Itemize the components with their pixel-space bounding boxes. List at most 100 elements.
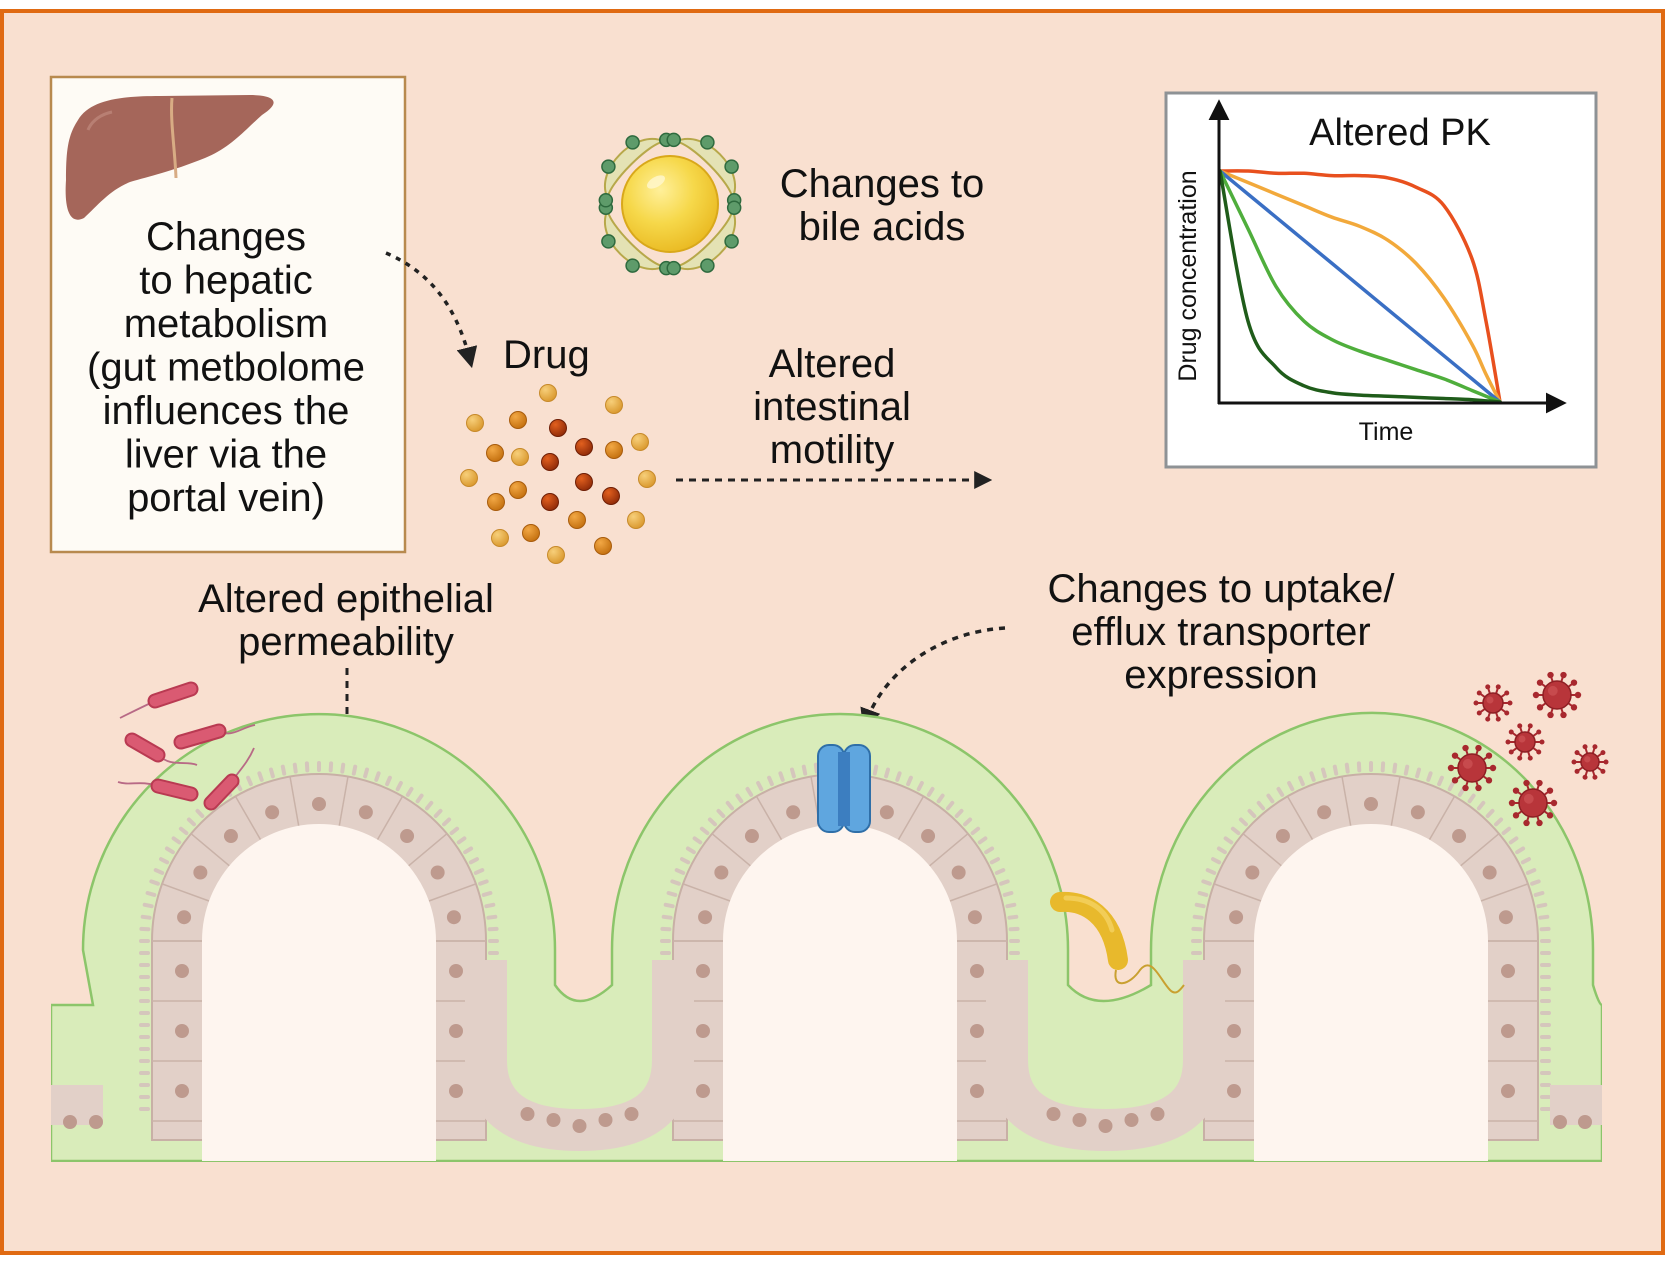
pk-chart-xlabel: Time: [1359, 418, 1414, 446]
virus-group: [1447, 671, 1609, 827]
drug-particle: [575, 438, 593, 456]
curved-bacterium-icon: [1050, 891, 1185, 994]
villus-lumen: [1254, 824, 1488, 1161]
cell-nucleus: [546, 1113, 561, 1127]
liver-panel-text-line: Changes: [146, 215, 306, 259]
cell-nucleus: [1317, 805, 1332, 820]
drug-particle: [491, 529, 509, 547]
cell-nucleus: [744, 829, 759, 844]
cell-nucleus: [193, 865, 208, 880]
rod-bacteria-icon: [203, 747, 255, 811]
drug-particle: [541, 453, 559, 471]
cell-nucleus: [265, 805, 280, 820]
cell-nucleus: [696, 1084, 710, 1098]
cell-nucleus: [1275, 829, 1290, 844]
pk-series-orange: [1218, 169, 1502, 404]
bile-acids-label-line: bile acids: [799, 205, 966, 249]
transporter-protein-icon: [817, 744, 871, 833]
liver-panel-text-line: influences the: [103, 389, 350, 433]
cell-nucleus: [572, 1119, 587, 1133]
drug-particle: [568, 511, 586, 529]
cell-nucleus: [223, 829, 238, 844]
cell-nucleus: [1364, 797, 1378, 811]
drug-particle: [541, 493, 559, 511]
cell-nucleus: [624, 1107, 639, 1121]
cell-nucleus: [696, 964, 710, 978]
virus-icon: [1532, 671, 1582, 719]
cell-nucleus: [177, 910, 192, 925]
transporter-label-line: Changes to uptake/: [1048, 567, 1396, 611]
pk-series-red: [1218, 169, 1502, 404]
liver-panel-text-line: (gut metbolome: [87, 346, 365, 390]
drug-particle: [487, 493, 505, 511]
cell-nucleus: [430, 865, 445, 880]
drug-particle: [509, 411, 527, 429]
cell-nucleus: [1229, 910, 1244, 925]
rod-bacteria-group: [117, 681, 256, 811]
villus-lumen: [202, 824, 436, 1161]
cell-nucleus: [967, 910, 982, 925]
transporter-arrow: [860, 626, 1006, 730]
virus-icon: [1447, 744, 1497, 792]
cell-nucleus: [175, 1024, 189, 1038]
permeability-label-line: permeability: [238, 620, 454, 664]
drug-particle: [486, 444, 504, 462]
bile-acid-lobe: [666, 200, 742, 276]
drug-particle: [460, 469, 478, 487]
pk-chart-title: Altered PK: [1309, 112, 1491, 154]
bile-acids-label-line: Changes to: [780, 162, 985, 206]
drug-particle: [575, 473, 593, 491]
drug-particle: [594, 537, 612, 555]
cell-nucleus: [921, 829, 936, 844]
cell-nucleus: [1227, 1084, 1241, 1098]
cell-nucleus: [1501, 1084, 1515, 1098]
cell-nucleus: [449, 1084, 463, 1098]
virus-icon: [1508, 779, 1558, 827]
drug-particles-icon: [460, 384, 656, 564]
villus-lumen: [723, 824, 957, 1161]
cell-nucleus: [449, 964, 463, 978]
cell-nucleus: [175, 1084, 189, 1098]
cell-nucleus: [970, 964, 984, 978]
pk-chart-ylabel: Drug concentration: [1174, 170, 1202, 381]
cell-nucleus: [696, 1024, 710, 1038]
drug-particle: [638, 470, 656, 488]
pk-series-green: [1218, 169, 1502, 404]
liver-panel-text-line: portal vein): [127, 476, 325, 520]
cell-nucleus: [1501, 964, 1515, 978]
pk-series-dark-green: [1218, 169, 1502, 404]
cell-nucleus: [400, 829, 415, 844]
transporter-label: Changes to uptake/efflux transporterexpr…: [1048, 567, 1396, 697]
cell-nucleus: [970, 1024, 984, 1038]
drug-particle: [605, 396, 623, 414]
cell-nucleus: [1245, 865, 1260, 880]
liver-panel-text-line: to hepatic: [139, 259, 312, 303]
liver-panel-text-line: liver via the: [125, 433, 327, 477]
cell-nucleus: [358, 805, 373, 820]
drug-particle: [549, 419, 567, 437]
cell-nucleus: [1410, 805, 1425, 820]
cell-nucleus: [1452, 829, 1467, 844]
drug-particle: [539, 384, 557, 402]
cell-nucleus: [879, 805, 894, 820]
drug-particle: [631, 433, 649, 451]
cell-nucleus: [1482, 865, 1497, 880]
cell-nucleus: [1072, 1113, 1087, 1127]
drug-particle: [627, 511, 645, 529]
rod-bacteria-icon: [119, 681, 199, 719]
drug-particle: [547, 546, 565, 564]
cell-nucleus: [1501, 1024, 1515, 1038]
cell-nucleus: [1498, 910, 1513, 925]
rod-bacteria-icon: [124, 732, 198, 766]
drug-particle: [509, 481, 527, 499]
motility-label-line: Altered: [769, 342, 896, 386]
drug-particle: [522, 524, 540, 542]
cell-nucleus: [1124, 1113, 1139, 1127]
transporter-label-line: efflux transporter: [1071, 610, 1370, 654]
bile-acid-lobe: [598, 132, 674, 208]
rod-bacteria-icon: [117, 778, 199, 802]
cell-nucleus: [714, 865, 729, 880]
